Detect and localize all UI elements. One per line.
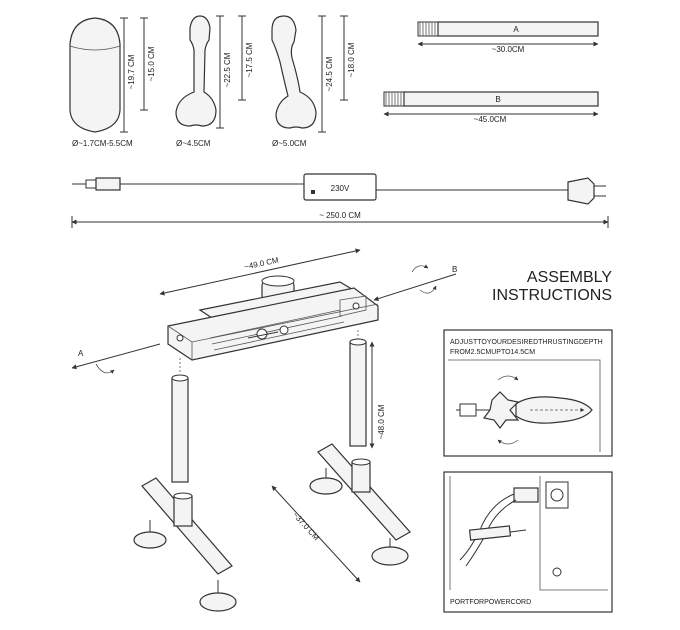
attachment-3-illustration: [271, 15, 317, 129]
left-leg-illustration: [133, 358, 237, 612]
machine-body-illustration: [167, 275, 379, 361]
attachment-1-height-insert: ~15.0 CM: [147, 46, 156, 81]
rod-b-length: ~45.0CM: [474, 115, 507, 124]
assembly-title-line1: ASSEMBLY: [527, 269, 612, 286]
attachment-2-dimensions: [216, 15, 246, 129]
depth-detail-panel: [443, 329, 613, 457]
depth-caption-line2: FROM2.5CMUPTO14.5CM: [450, 349, 535, 356]
rod-b-illustration: [383, 91, 599, 107]
cord-dimension: [71, 216, 609, 228]
rod-a-label: A: [513, 25, 519, 34]
attachment-2-height-insert: ~17.5 CM: [245, 42, 254, 77]
attachment-3-diameter: Ø~5.0CM: [272, 139, 307, 148]
attachment-3-dimensions: [318, 15, 348, 133]
rod-a-illustration: [417, 21, 599, 37]
rod-b-assembly-label: B: [452, 265, 457, 274]
right-leg-illustration: [309, 330, 411, 566]
attachment-2-diameter: Ø~4.5CM: [176, 139, 211, 148]
power-voltage: 230V: [331, 184, 350, 193]
base-length-label: ~37.0 CM: [291, 510, 321, 542]
attachment-3-height-total: ~24.5 CM: [325, 56, 334, 91]
leg-height-label: ~48.0 CM: [377, 404, 386, 439]
assembly-title-line2: INSTRUCTIONS: [492, 287, 612, 304]
base-length-dimension: [271, 485, 361, 583]
rod-a-assembly-arrow: [71, 343, 161, 374]
attachment-2-height-total: ~22.5 CM: [223, 52, 232, 87]
rod-b-label: B: [495, 95, 500, 104]
rod-a-assembly-label: A: [78, 349, 84, 358]
attachment-3-height-insert: ~18.0 CM: [347, 42, 356, 77]
cord-length: ~ 250.0 CM: [319, 211, 361, 220]
attachment-1-diameter: Ø~1.7CM-5.5CM: [72, 139, 133, 148]
port-detail-panel: [443, 471, 613, 613]
power-cord-illustration: [72, 173, 606, 205]
attachment-1-dimensions: [120, 17, 148, 133]
rod-a-length: ~30.0CM: [492, 45, 525, 54]
depth-caption-line1: ADJUSTTOYOURDESIREDTHRUSTINGDEPTH: [450, 339, 603, 346]
attachment-1-illustration: [69, 17, 121, 133]
attachment-1-height-total: ~19.7 CM: [127, 54, 136, 89]
port-caption: PORTFORPOWERCORD: [450, 599, 531, 606]
attachment-2-illustration: [175, 15, 217, 127]
machine-width-dimension: [159, 248, 361, 296]
rod-b-assembly-arrow: [373, 264, 457, 302]
